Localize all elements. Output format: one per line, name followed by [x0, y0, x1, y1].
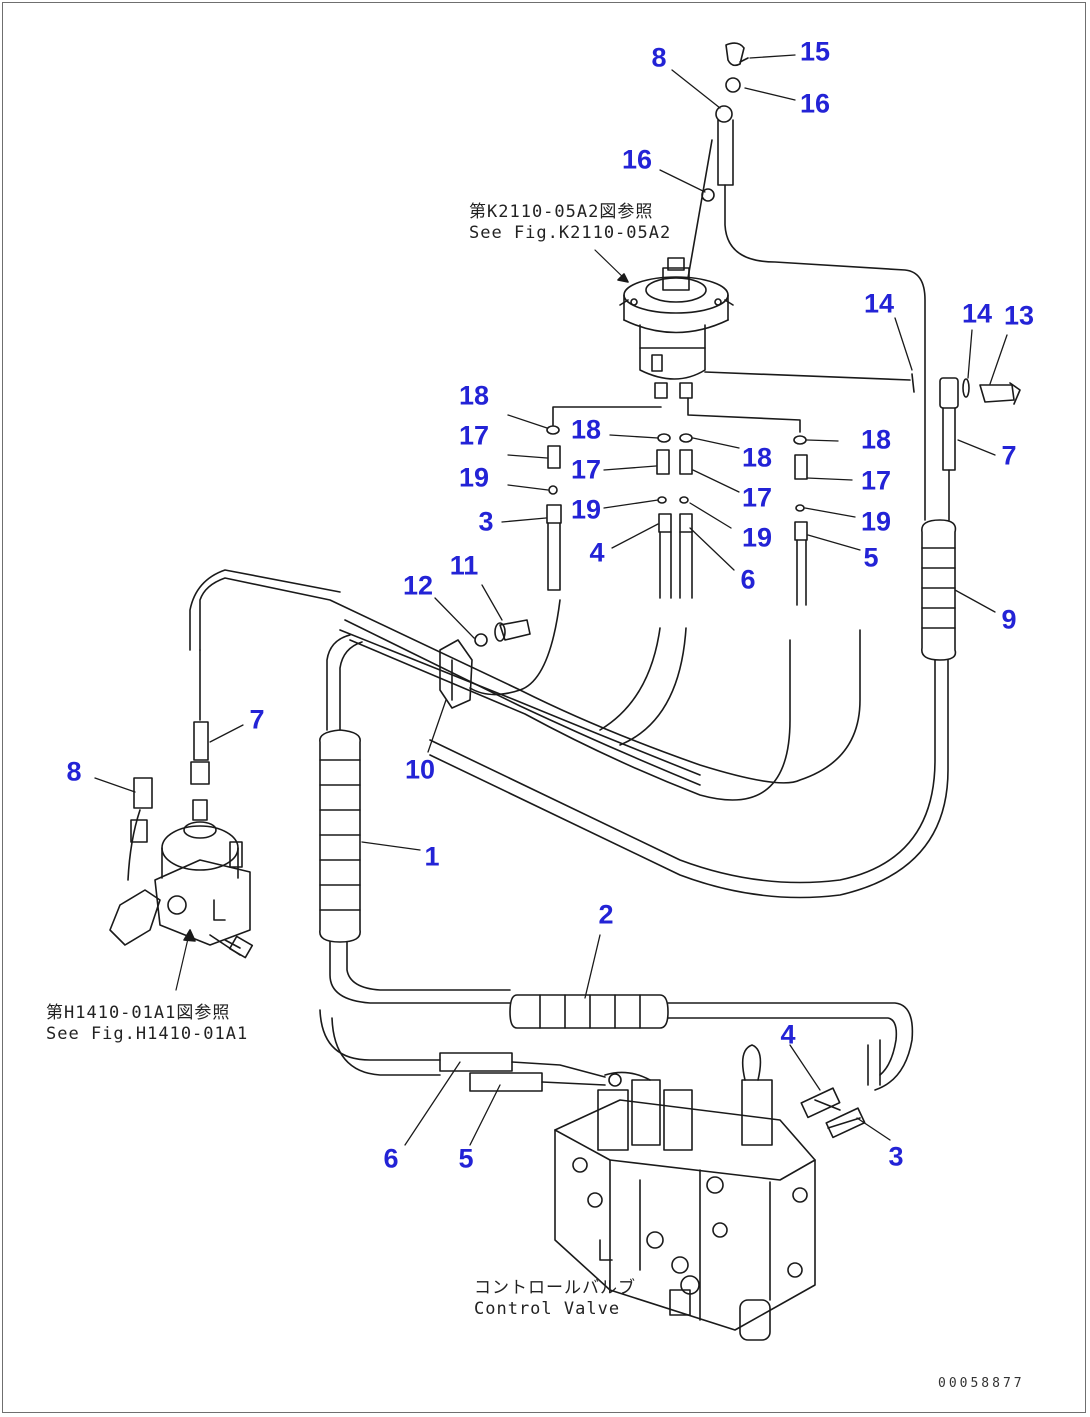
callout-6-lower: 6 [383, 1143, 399, 1174]
control-valve-jp: コントロールバルブ [474, 1278, 636, 1298]
callout-18-c: 18 [741, 442, 773, 473]
callout-2: 2 [598, 899, 614, 930]
callout-17-c: 17 [741, 482, 773, 513]
callout-19-d: 19 [860, 506, 892, 537]
callout-3-lower: 3 [888, 1141, 904, 1172]
callout-18-d: 18 [860, 424, 892, 455]
pilot-valve-ref-jp: 第K2110-05A2図参照 [469, 202, 654, 222]
return-line [704, 371, 915, 393]
fitting-stack [546, 397, 808, 606]
control-valve [554, 1044, 866, 1341]
ppc-valve-ref-jp: 第H1410-01A1図参照 [46, 1003, 231, 1023]
callout-4-lower: 4 [780, 1019, 796, 1050]
callout-19-a: 19 [458, 462, 490, 493]
callout-5-upper: 5 [863, 542, 879, 573]
callout-4-upper: 4 [589, 537, 605, 568]
leader-lines [94, 54, 1008, 1146]
callout-12: 12 [402, 570, 434, 601]
callout-17-b: 17 [570, 454, 602, 485]
upper-eye-joint-group [687, 42, 926, 521]
hose-bundle [189, 569, 861, 801]
control-valve-en: Control Valve [474, 1299, 621, 1319]
callout-1: 1 [424, 841, 440, 872]
reference-arrows [175, 249, 629, 991]
callout-17-a: 17 [458, 420, 490, 451]
callout-11: 11 [449, 550, 479, 581]
pilot-valve-ref-note: 第K2110-05A2図参照 See Fig.K2110-05A2 [469, 202, 671, 244]
callout-16-left: 16 [621, 144, 653, 175]
callout-15: 15 [799, 36, 831, 67]
clamp-group [439, 619, 531, 709]
callout-5-lower: 5 [458, 1143, 474, 1174]
hose-2 [509, 994, 914, 1091]
pilot-valve-top [619, 257, 734, 399]
control-valve-label: コントロールバルブ Control Valve [474, 1278, 636, 1320]
callout-8-left: 8 [66, 756, 82, 787]
ppc-valve-ref-note: 第H1410-01A1図参照 See Fig.H1410-01A1 [46, 1003, 248, 1045]
callout-9: 9 [1001, 604, 1017, 635]
right-hose-group [429, 377, 1021, 899]
callout-19-c: 19 [741, 522, 773, 553]
callout-19-b: 19 [570, 494, 602, 525]
callout-18-a: 18 [458, 380, 490, 411]
callout-7-right: 7 [1001, 440, 1017, 471]
pilot-valve-ref-en: See Fig.K2110-05A2 [469, 223, 672, 243]
callout-13: 13 [1003, 300, 1035, 331]
callout-14-right: 14 [961, 298, 993, 329]
hose-1 [319, 729, 511, 1076]
callout-14-left: 14 [863, 288, 895, 319]
ppc-valve-left [109, 649, 254, 959]
callout-17-d: 17 [860, 465, 892, 496]
callout-18-b: 18 [570, 414, 602, 445]
callout-10: 10 [404, 754, 436, 785]
callout-7-left: 7 [249, 704, 265, 735]
callout-6-upper: 6 [740, 564, 756, 595]
callout-8-top: 8 [651, 42, 667, 73]
document-number: 00058877 [938, 1376, 1025, 1391]
callout-3-upper: 3 [478, 506, 494, 537]
callout-16-right: 16 [799, 88, 831, 119]
bottom-fittings [439, 1052, 606, 1092]
ppc-valve-ref-en: See Fig.H1410-01A1 [46, 1024, 249, 1044]
